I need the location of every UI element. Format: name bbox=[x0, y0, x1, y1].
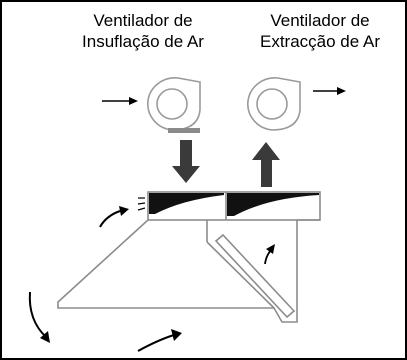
supply-down-arrow bbox=[172, 140, 200, 183]
extract-fan-label-line1: Ventilador de bbox=[270, 11, 370, 30]
supply-intake-arrow bbox=[102, 97, 138, 105]
hood-outline bbox=[57, 191, 321, 323]
airflow-arrow-left bbox=[28, 291, 50, 343]
airflow-arrow-top-left bbox=[99, 206, 129, 228]
extract-fan-icon bbox=[247, 77, 301, 131]
diagram-drawing bbox=[28, 77, 346, 352]
supply-fan-icon bbox=[147, 77, 201, 133]
supply-diffuser bbox=[137, 193, 224, 214]
supply-fan-label-line1: Ventilador de bbox=[93, 11, 193, 30]
extract-outlet-arrow bbox=[313, 87, 346, 95]
extract-plenum bbox=[227, 193, 319, 216]
extract-fan-label: Ventilador de Extracção de Ar bbox=[236, 10, 404, 52]
extract-fan-label-line2: Extracção de Ar bbox=[259, 32, 380, 51]
airflow-arrow-inside-hood bbox=[264, 244, 275, 265]
airflow-arrow-bottom bbox=[137, 329, 182, 352]
supply-fan-label-line2: Insuflação de Ar bbox=[82, 32, 204, 51]
extract-up-arrow bbox=[252, 142, 280, 187]
supply-fan-label: Ventilador de Insuflação de Ar bbox=[52, 10, 234, 52]
